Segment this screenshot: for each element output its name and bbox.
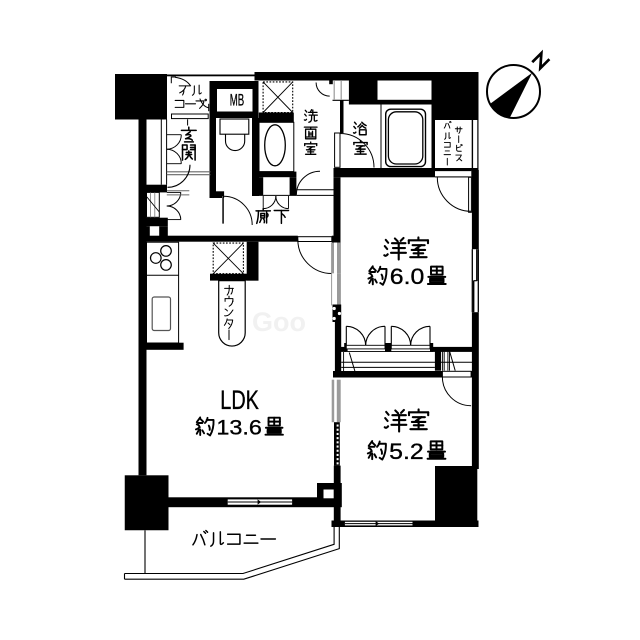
svg-text:5.2: 5.2: [389, 439, 424, 464]
svg-text:13.6: 13.6: [216, 415, 262, 439]
svg-text:Goo: Goo: [252, 307, 306, 337]
svg-text:LDK: LDK: [220, 385, 259, 415]
svg-text:6.0: 6.0: [390, 264, 425, 289]
svg-text:MB: MB: [230, 91, 244, 109]
